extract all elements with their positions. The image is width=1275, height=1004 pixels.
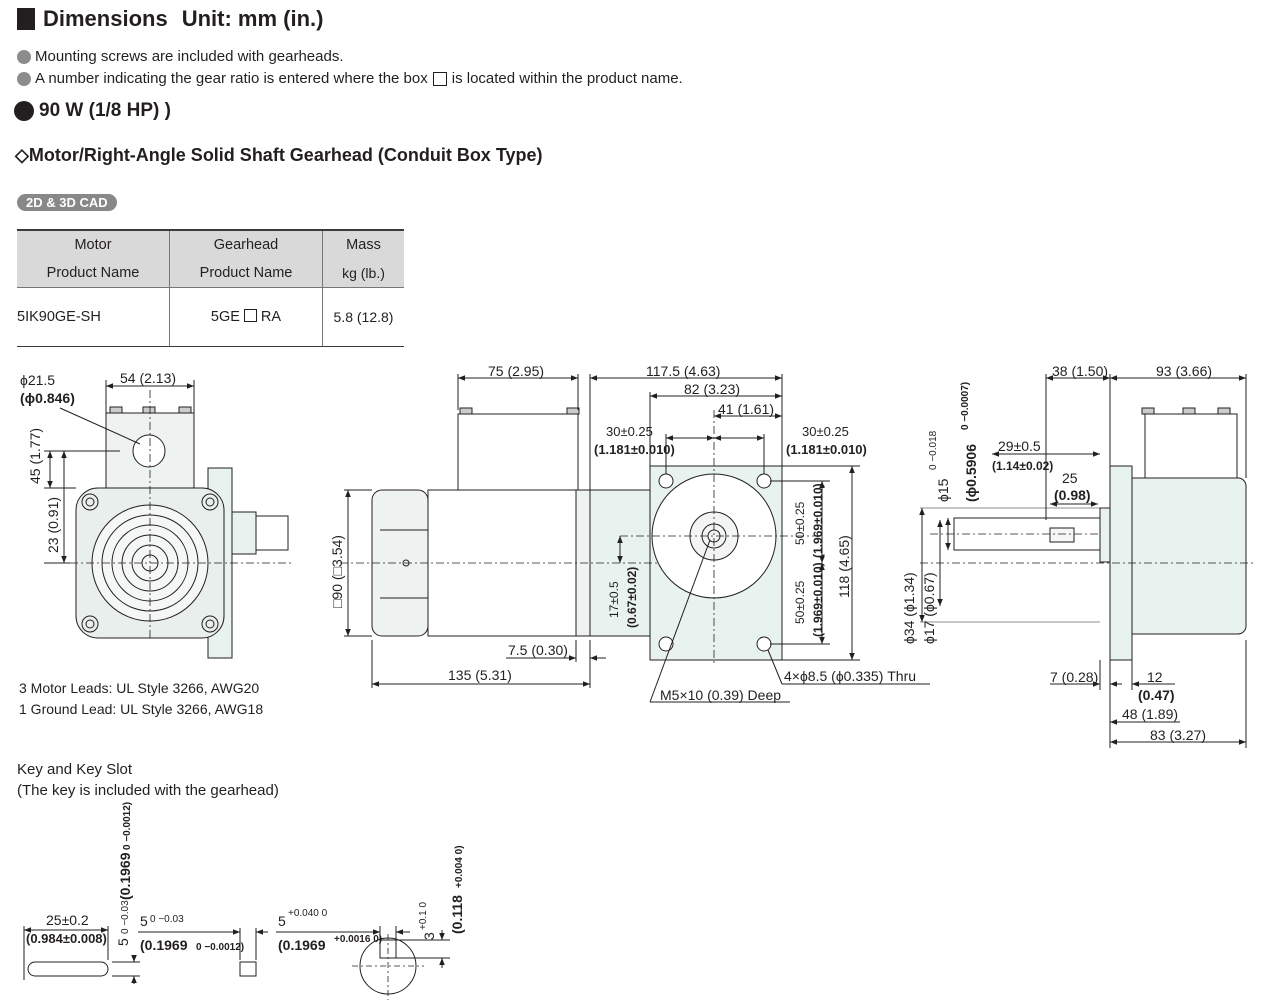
dim-phi15-in-tol: 0 −0.0007): [960, 382, 971, 430]
dim-17: 17±0.5: [607, 581, 621, 618]
dim-7: 7 (0.28): [1050, 669, 1098, 685]
title-unit: Unit: mm (in.): [181, 6, 324, 31]
dim-7-5: 7.5 (0.30): [508, 642, 568, 658]
key-dim-5h-in: (0.1969: [140, 937, 188, 953]
cell-motor-name: 5IK90GE-SH: [17, 287, 170, 347]
dim-83: 83 (3.27): [1150, 727, 1206, 743]
key-dim-5v-tol: 0 −0.03: [120, 900, 131, 934]
key-dim-25: 25±0.2: [46, 912, 89, 928]
dim-93: 93 (3.66): [1156, 363, 1212, 379]
motor-end-view: [44, 380, 292, 659]
dim-135: 135 (5.31): [448, 667, 512, 683]
key-dim-3-in-tol: +0.004 0): [454, 845, 465, 888]
dim-38: 38 (1.50): [1052, 363, 1108, 379]
dim-30b-in: (1.181±0.010): [786, 442, 867, 457]
dim-41: 41 (1.61): [718, 401, 774, 417]
title-text: Dimensions: [43, 6, 168, 31]
page-title: Dimensions Unit: mm (in.): [17, 6, 323, 32]
dim-30b: 30±0.25: [802, 424, 849, 439]
dim-82: 82 (3.23): [684, 381, 740, 397]
dim-phi21-in: (ϕ0.846): [20, 390, 75, 406]
dim-45: 45 (1.77): [27, 428, 43, 484]
spec-table: Motor Product Name Gearhead Product Name…: [17, 229, 404, 347]
dim-12-in: (0.47): [1138, 687, 1175, 703]
dim-12: 12: [1147, 669, 1163, 685]
dim-50a-in: (1.969±0.010): [811, 483, 825, 558]
key-section-subtitle: (The key is included with the gearhead): [17, 782, 279, 799]
key-dim-5s-in-tol: +0.0016 0): [334, 934, 382, 945]
key-dim-5h-tol: 0 −0.03: [150, 914, 184, 925]
dim-phi17: ϕ17 (ϕ0.67): [921, 572, 937, 644]
key-dim-3: 3: [421, 932, 437, 940]
dim-29-in: (1.14±0.02): [992, 459, 1053, 473]
key-dim-5v: 5: [115, 938, 131, 946]
dim-50b-in: (1.969±0.010): [811, 562, 825, 637]
lead-note-motor: 3 Motor Leads: UL Style 3266, AWG20: [19, 680, 260, 696]
cad-download-badge[interactable]: 2D & 3D CAD: [17, 194, 117, 211]
key-dim-5v-in: (0.1969: [117, 852, 133, 900]
dim-phi21: ϕ21.5: [20, 372, 55, 388]
section-subtitle: ◇Motor/Right-Angle Solid Shaft Gearhead …: [15, 145, 543, 165]
header-motor: Motor Product Name: [17, 229, 170, 288]
cell-mass: 5.8 (12.8): [322, 287, 404, 347]
dim-25: 25: [1062, 470, 1078, 486]
box-placeholder-icon: [432, 71, 447, 86]
bullet-icon: [14, 101, 34, 121]
side-view: [340, 374, 930, 703]
key-section-title: Key and Key Slot: [17, 761, 133, 778]
dim-phi15-in: (ϕ0.5906: [963, 444, 979, 502]
title-square-icon: [17, 8, 35, 30]
key-dim-3-tol: +0.1 0: [418, 901, 429, 930]
key-dim-25-in: (0.984±0.008): [26, 931, 107, 946]
key-drawing-labels: 25±0.2 (0.984±0.008) 5 0 −0.03 (0.1969 0…: [26, 802, 465, 953]
key-dim-5h-in-tol: 0 −0.0012): [196, 942, 244, 953]
bullet-icon: [17, 49, 31, 64]
key-dim-5v-in-tol: 0 −0.0012): [122, 802, 133, 850]
dim-25-in: (0.98): [1054, 487, 1091, 503]
key-dim-5s-tol: +0.040 0: [288, 908, 328, 919]
note-gear-ratio: A number indicating the gear ratio is en…: [17, 70, 683, 87]
dim-23: 23 (0.91): [45, 497, 61, 553]
key-dim-5s-in: (0.1969: [278, 937, 326, 953]
power-rating: 90 W (1/8 HP) ): [14, 100, 171, 122]
table-header-row: Motor Product Name Gearhead Product Name…: [17, 229, 404, 288]
dim-50a: 50±0.25: [793, 501, 807, 545]
dim-54: 54 (2.13): [120, 370, 176, 386]
motor-end-view-labels: ϕ21.5 (ϕ0.846) 54 (2.13) 45 (1.77) 23 (0…: [20, 370, 176, 553]
dim-48: 48 (1.89): [1122, 706, 1178, 722]
gearhead-side-view: [919, 374, 1255, 748]
key-dim-5h: 5: [140, 913, 148, 929]
key-drawing: [23, 926, 450, 1000]
dim-50b: 50±0.25: [793, 580, 807, 624]
dim-118: 118 (4.65): [836, 535, 852, 598]
bullet-icon: [17, 71, 31, 86]
gearhead-side-view-labels: 38 (1.50) 93 (3.66) 29±0.5 (1.14±0.02) 2…: [901, 363, 1212, 743]
dim-117: 117.5 (4.63): [646, 363, 720, 379]
dim-phi15: ϕ15: [935, 478, 951, 502]
side-view-labels: 75 (2.95) 117.5 (4.63) 82 (3.23) 41 (1.6…: [329, 363, 916, 703]
box-placeholder-icon: [243, 309, 257, 322]
dim-29: 29±0.5: [998, 438, 1041, 454]
dim-17-in: (0.67±0.02): [625, 567, 639, 628]
dim-thru: 4×ϕ8.5 (ϕ0.335) Thru: [784, 668, 916, 684]
lead-note-ground: 1 Ground Lead: UL Style 3266, AWG18: [19, 701, 264, 717]
dim-phi34: ϕ34 (ϕ1.34): [901, 572, 917, 644]
key-dim-3-in: (0.118: [449, 895, 465, 934]
header-gearhead: Gearhead Product Name: [169, 229, 323, 288]
header-mass: Mass kg (lb.): [322, 229, 404, 288]
note-mounting-screws: Mounting screws are included with gearhe…: [17, 48, 344, 65]
key-dim-5s: 5: [278, 913, 286, 929]
dim-75: 75 (2.95): [488, 363, 544, 379]
dim-30a: 30±0.25: [606, 424, 653, 439]
dim-30a-in: (1.181±0.010): [594, 442, 675, 457]
dim-90: □90 (□3.54): [329, 535, 345, 608]
dim-phi15-tol: 0 −0.018: [928, 430, 939, 470]
dim-m5: M5×10 (0.39) Deep: [660, 687, 781, 703]
